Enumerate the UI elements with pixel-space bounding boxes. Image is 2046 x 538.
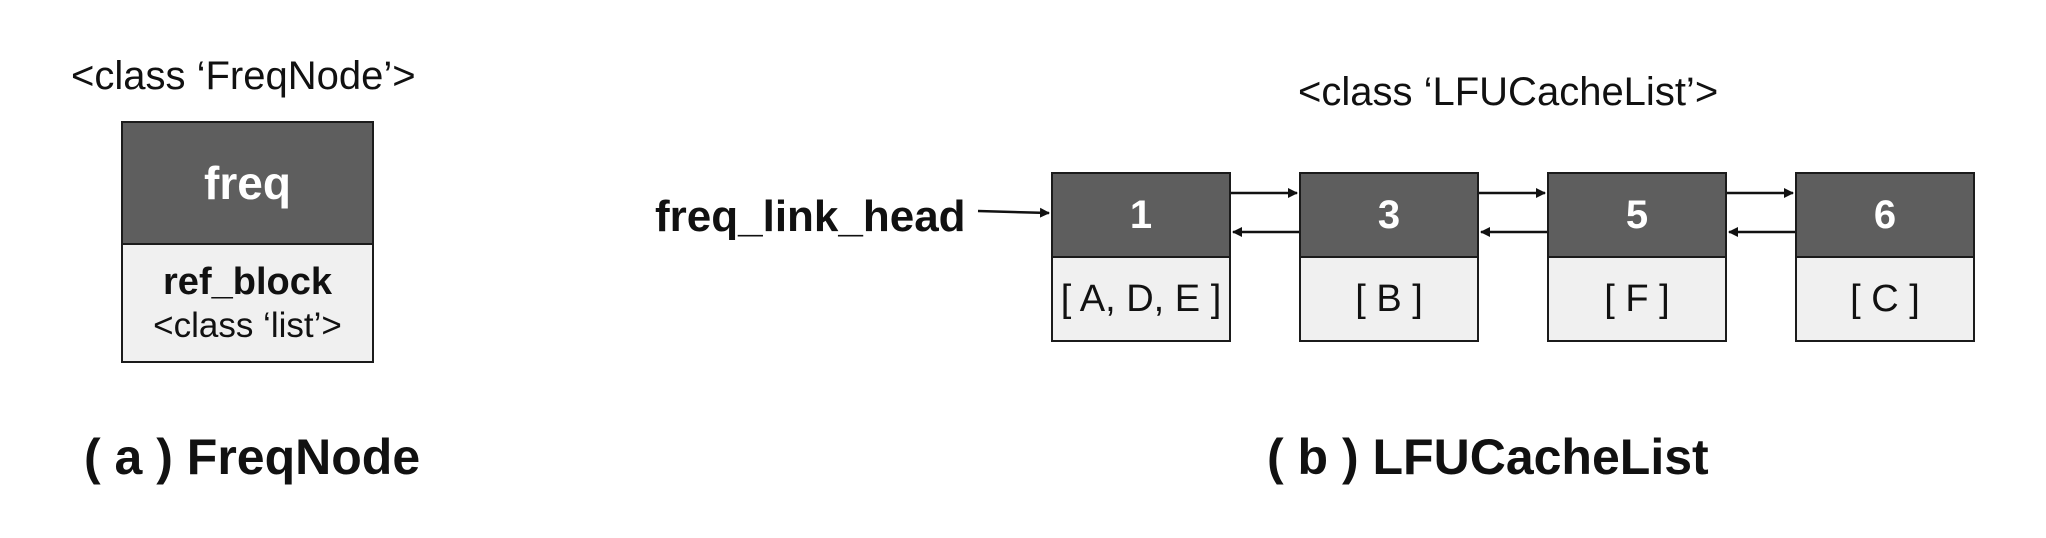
caption-freqnode: ( a ) FreqNode [84,429,421,485]
freq-node-3-ref-block: [ B ] [1301,258,1477,340]
freq-node-5-freq: 5 [1549,174,1725,258]
lfucachelist-class-label: <class ‘LFUCacheList’> [1298,70,1719,114]
freq-node-1: 1 [ A, D, E ] [1051,172,1231,342]
ref-block-field-type: <class ‘list’> [153,305,342,345]
freq-node-1-freq: 1 [1053,174,1229,258]
freqnode-box: freq ref_block <class ‘list’> [121,121,374,363]
ref-block-field-name: ref_block [163,260,332,303]
head-pointer-arrow [977,207,1050,218]
freq-node-1-ref-block: [ A, D, E ] [1053,258,1229,340]
freq-node-5-ref-block: [ F ] [1549,258,1725,340]
freq-node-6: 6 [ C ] [1795,172,1975,342]
freq-node-3-freq: 3 [1301,174,1477,258]
freq-node-6-ref-block: [ C ] [1797,258,1973,340]
freq-node-3: 3 [ B ] [1299,172,1479,342]
freqnode-ref-block-field: ref_block <class ‘list’> [123,245,372,361]
caption-lfucachelist: ( b ) LFUCacheList [1267,429,1709,485]
freq-node-6-freq: 6 [1797,174,1973,258]
freqnode-class-label: <class ‘FreqNode’> [71,54,416,98]
freq-node-5: 5 [ F ] [1547,172,1727,342]
freq-link-head-label: freq_link_head [655,192,966,241]
freqnode-freq-header: freq [123,123,372,245]
